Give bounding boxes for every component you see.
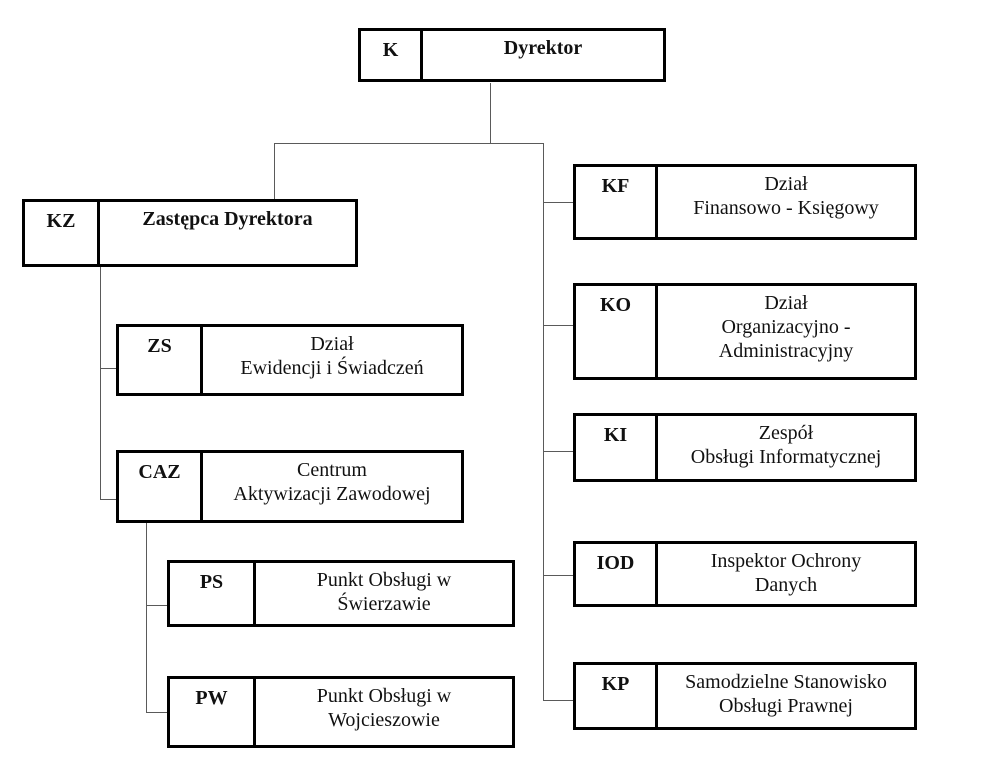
org-node-caz-label: Centrum Aktywizacji Zawodowej	[233, 459, 431, 505]
org-node-ko: KO Dział Organizacyjno - Administracyjny	[573, 283, 917, 380]
org-node-ki: KI Zespół Obsługi Informatycznej	[573, 413, 917, 482]
org-node-caz: CAZ Centrum Aktywizacji Zawodowej	[116, 450, 464, 523]
org-node-pw: PW Punkt Obsługi w Wojcieszowie	[167, 676, 515, 748]
org-node-pw-code: PW	[170, 679, 256, 745]
org-node-ko-code: KO	[576, 286, 658, 377]
org-node-zs-label: Dział Ewidencji i Świadczeń	[240, 333, 424, 379]
connector-kz-drop	[274, 143, 275, 201]
org-node-ki-label: Zespół Obsługi Informatycznej	[690, 422, 882, 468]
org-node-ps-label: Punkt Obsługi w Świerzawie	[316, 569, 452, 615]
org-node-kf-code: KF	[576, 167, 658, 237]
org-node-kp-code: KP	[576, 665, 658, 727]
org-node-iod-label: Inspektor Ochrony Danych	[710, 550, 862, 596]
connector-stub-ps	[146, 605, 167, 606]
org-node-ps-code: PS	[170, 563, 256, 624]
connector-stub-zs	[100, 368, 116, 369]
org-node-iod: IOD Inspektor Ochrony Danych	[573, 541, 917, 607]
connector-stub-pw	[146, 712, 167, 713]
connector-stub-kp	[543, 700, 573, 701]
org-node-pw-label: Punkt Obsługi w Wojcieszowie	[316, 685, 452, 731]
org-node-caz-code: CAZ	[119, 453, 203, 520]
org-node-k: K Dyrektor	[358, 28, 666, 82]
connector-stub-kf	[543, 202, 573, 203]
org-node-kp: KP Samodzielne Stanowisko Obsługi Prawne…	[573, 662, 917, 730]
connector-right-spine	[543, 143, 544, 700]
org-node-ki-code: KI	[576, 416, 658, 479]
connector-director-drop	[490, 83, 491, 143]
org-node-k-code: K	[361, 31, 423, 79]
connector-stub-caz	[100, 499, 116, 500]
org-node-kf-label: Dział Finansowo - Księgowy	[693, 173, 879, 219]
org-node-k-label: Dyrektor	[503, 37, 583, 59]
org-node-kf: KF Dział Finansowo - Księgowy	[573, 164, 917, 240]
connector-stub-ki	[543, 451, 573, 452]
connector-kz-spine	[100, 267, 101, 499]
connector-main-horizontal	[274, 143, 544, 144]
connector-stub-ko	[543, 325, 573, 326]
org-node-zs-code: ZS	[119, 327, 203, 393]
org-node-zs: ZS Dział Ewidencji i Świadczeń	[116, 324, 464, 396]
connector-stub-iod	[543, 575, 573, 576]
connector-caz-spine	[146, 523, 147, 712]
org-node-ko-label: Dział Organizacyjno - Administracyjny	[718, 292, 854, 362]
org-node-iod-code: IOD	[576, 544, 658, 604]
org-node-kz: KZ Zastępca Dyrektora	[22, 199, 358, 267]
org-node-kz-label: Zastępca Dyrektora	[142, 208, 313, 230]
org-node-kp-label: Samodzielne Stanowisko Obsługi Prawnej	[685, 671, 887, 717]
org-node-kz-code: KZ	[25, 202, 100, 264]
org-node-ps: PS Punkt Obsługi w Świerzawie	[167, 560, 515, 627]
